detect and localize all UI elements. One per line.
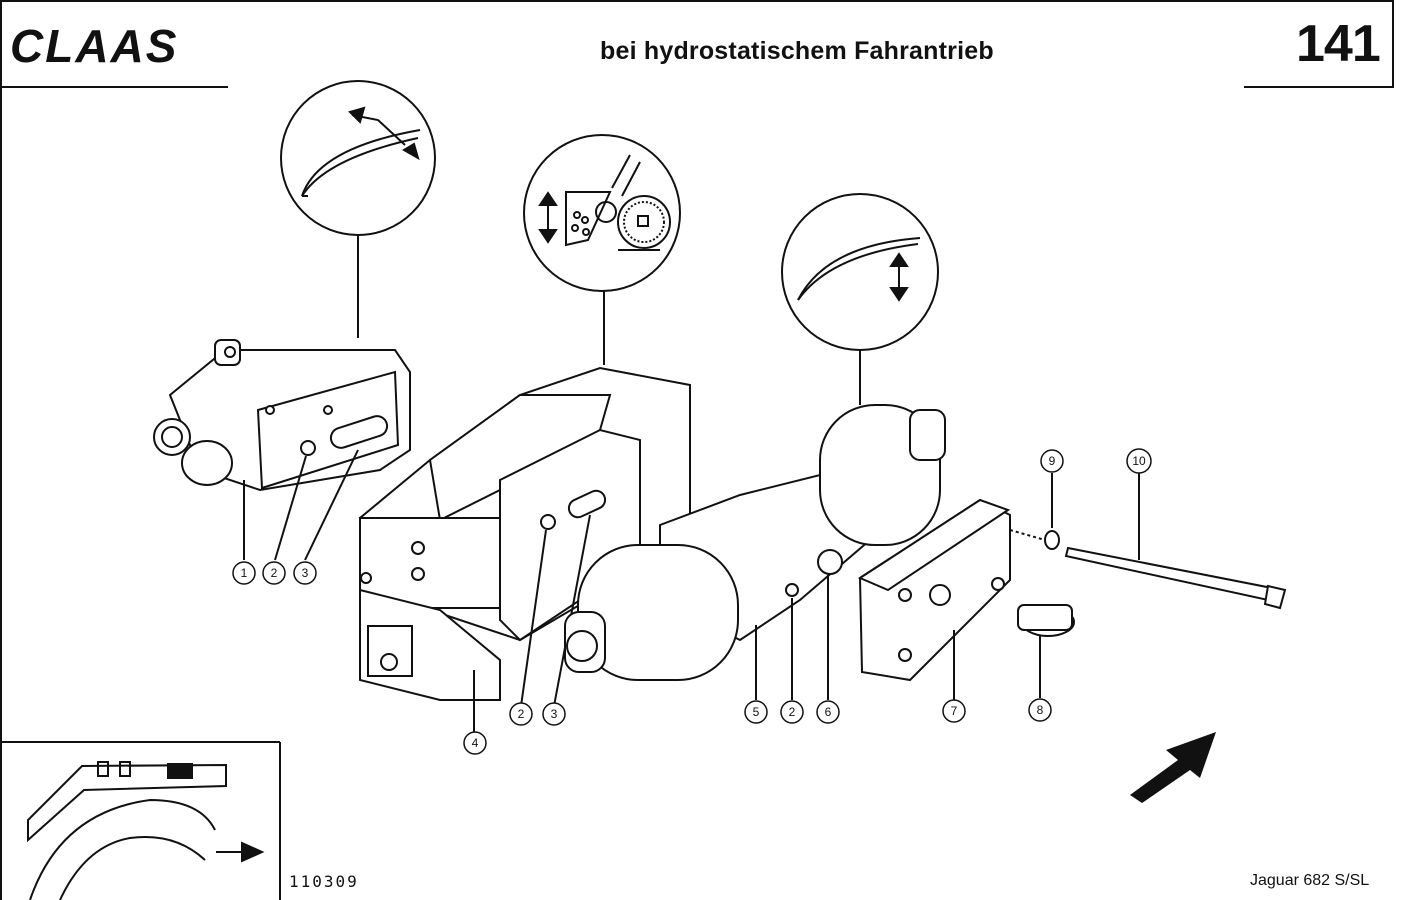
detail-circle-1 bbox=[280, 80, 436, 338]
callout-2c bbox=[780, 700, 804, 724]
washer-9 bbox=[1009, 473, 1060, 550]
callout-label: 4 bbox=[472, 736, 479, 750]
callout-9 bbox=[1040, 449, 1064, 473]
flange-plate-7 bbox=[857, 498, 1011, 700]
callout-4 bbox=[463, 731, 487, 755]
callouts bbox=[232, 448, 1152, 755]
callout-label: 2 bbox=[271, 566, 278, 580]
brand-wordmark: CLAAS bbox=[10, 20, 178, 72]
callout-label: 1 bbox=[241, 566, 248, 580]
callout-label: 2 bbox=[789, 705, 796, 719]
detail-circle-3 bbox=[781, 193, 939, 405]
callout-label: 9 bbox=[1049, 454, 1056, 468]
callout-label: 2 bbox=[518, 707, 525, 721]
direction-arrow-icon bbox=[1130, 732, 1216, 803]
solenoid-valve-5 bbox=[564, 404, 946, 700]
callout-2a bbox=[262, 561, 286, 585]
callout-5 bbox=[744, 700, 768, 724]
callout-2b bbox=[509, 702, 533, 726]
callout-8 bbox=[1028, 698, 1052, 722]
callout-3a bbox=[293, 561, 317, 585]
detail-circle-2 bbox=[523, 134, 681, 365]
callout-7 bbox=[942, 699, 966, 723]
bolt-10 bbox=[1064, 473, 1287, 610]
callout-label: 8 bbox=[1037, 703, 1044, 717]
callout-label: 3 bbox=[302, 566, 309, 580]
callout-label: 3 bbox=[551, 707, 558, 721]
valve-block-1 bbox=[153, 339, 411, 561]
machine-inset bbox=[27, 761, 265, 900]
model-label: Jaguar 682 S/SL bbox=[1250, 872, 1370, 889]
callout-10 bbox=[1126, 448, 1152, 474]
drawing-number: 110309 bbox=[289, 872, 359, 891]
callout-1 bbox=[232, 561, 256, 585]
callout-label: 6 bbox=[825, 705, 832, 719]
page-number: 141 bbox=[1296, 15, 1381, 73]
callout-label: 10 bbox=[1132, 454, 1146, 468]
callout-6 bbox=[816, 700, 840, 724]
callout-labels: 1 2 3 4 2 3 5 2 6 7 8 9 10 bbox=[241, 454, 1146, 750]
page-title: bei hydrostatischem Fahrantrieb bbox=[600, 37, 994, 65]
fitting-8 bbox=[1017, 604, 1075, 698]
callout-3b bbox=[542, 702, 566, 726]
callout-label: 7 bbox=[951, 704, 958, 718]
callout-label: 5 bbox=[753, 705, 760, 719]
claas-logo: CLAAS bbox=[10, 20, 178, 72]
